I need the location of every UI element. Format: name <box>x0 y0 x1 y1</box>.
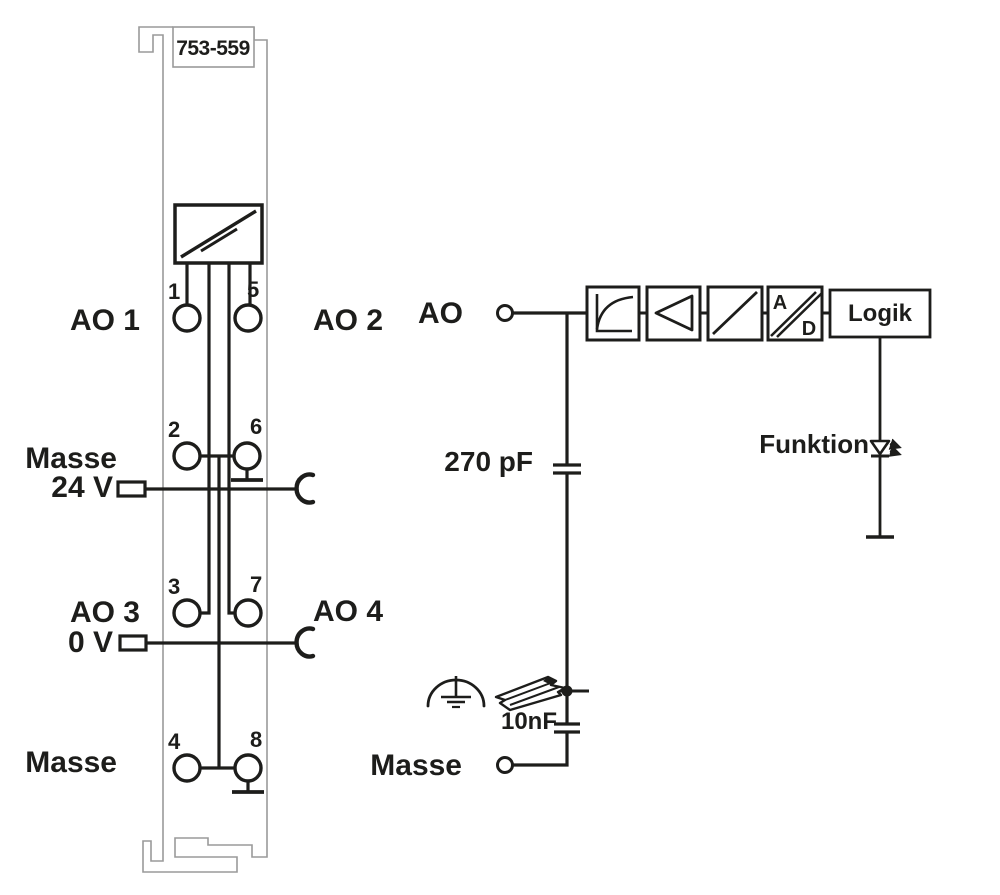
ad-diagonal-icon-2 <box>776 292 823 338</box>
terminal-4 <box>172 753 202 783</box>
ao-terminal-point <box>496 304 514 322</box>
label-masse-bottom: Masse <box>25 746 117 779</box>
logik-label: Logik <box>848 300 913 327</box>
filter-curve-icon <box>595 294 634 333</box>
funktion-led-icon <box>869 438 902 458</box>
module-outline <box>138 26 268 873</box>
terminal-8 <box>233 753 263 783</box>
masse-terminal-point <box>496 756 514 774</box>
plug-0v-icon <box>118 634 148 652</box>
terminal-number-7: 7 <box>250 572 262 597</box>
wire-terminal7 <box>227 263 235 615</box>
terminal-number-6: 6 <box>250 414 262 439</box>
din-rail-icon <box>494 675 567 712</box>
dac-diagonal-icon <box>180 209 257 259</box>
part-number: 753-559 <box>176 37 250 60</box>
ad-letter-d: D <box>802 318 816 340</box>
label-ao4: AO 4 <box>313 595 383 628</box>
label-10nf: 10nF <box>501 708 557 735</box>
clamp-0v-icon <box>294 626 316 659</box>
label-270pf: 270 pF <box>444 446 533 477</box>
label-masse-circuit: Masse <box>370 749 462 782</box>
label-masse-top: Masse <box>25 442 117 475</box>
terminal-number-3: 3 <box>168 574 180 599</box>
label-24v: 24 V <box>51 471 113 504</box>
terminal-6 <box>232 441 262 471</box>
amplifier-triangle-icon <box>654 294 694 332</box>
terminal-number-1: 1 <box>168 279 180 304</box>
terminal-2 <box>172 441 202 471</box>
label-ao2: AO 2 <box>313 304 383 337</box>
ad-letter-a: A <box>773 292 787 314</box>
earth-symbol-icon <box>426 676 486 709</box>
wire-branch-lower <box>513 732 569 767</box>
dac-diagonal-short-icon <box>200 227 238 253</box>
isolation-diagonal-icon <box>712 290 758 336</box>
ad-diagonal-icon-1 <box>770 291 817 337</box>
label-ao1: AO 1 <box>70 304 140 337</box>
terminal-number-2: 2 <box>168 417 180 442</box>
terminal-7 <box>233 598 263 628</box>
label-ao3: AO 3 <box>70 596 140 629</box>
logik-box <box>828 288 932 339</box>
label-0v: 0 V <box>68 626 113 659</box>
wire-terminal3 <box>200 263 211 615</box>
terminal-3 <box>172 598 202 628</box>
terminal-number-4: 4 <box>168 729 181 754</box>
funktion-label: Funktion <box>759 429 869 459</box>
clamp-24v-icon <box>294 472 316 505</box>
label-ao-output: AO <box>418 297 463 330</box>
terminal-5 <box>233 303 263 333</box>
part-number-box <box>172 26 255 68</box>
plug-24v-icon <box>116 480 147 498</box>
terminal-number-5: 5 <box>247 277 259 302</box>
terminal-number-8: 8 <box>250 727 262 752</box>
terminal-1 <box>172 303 202 333</box>
